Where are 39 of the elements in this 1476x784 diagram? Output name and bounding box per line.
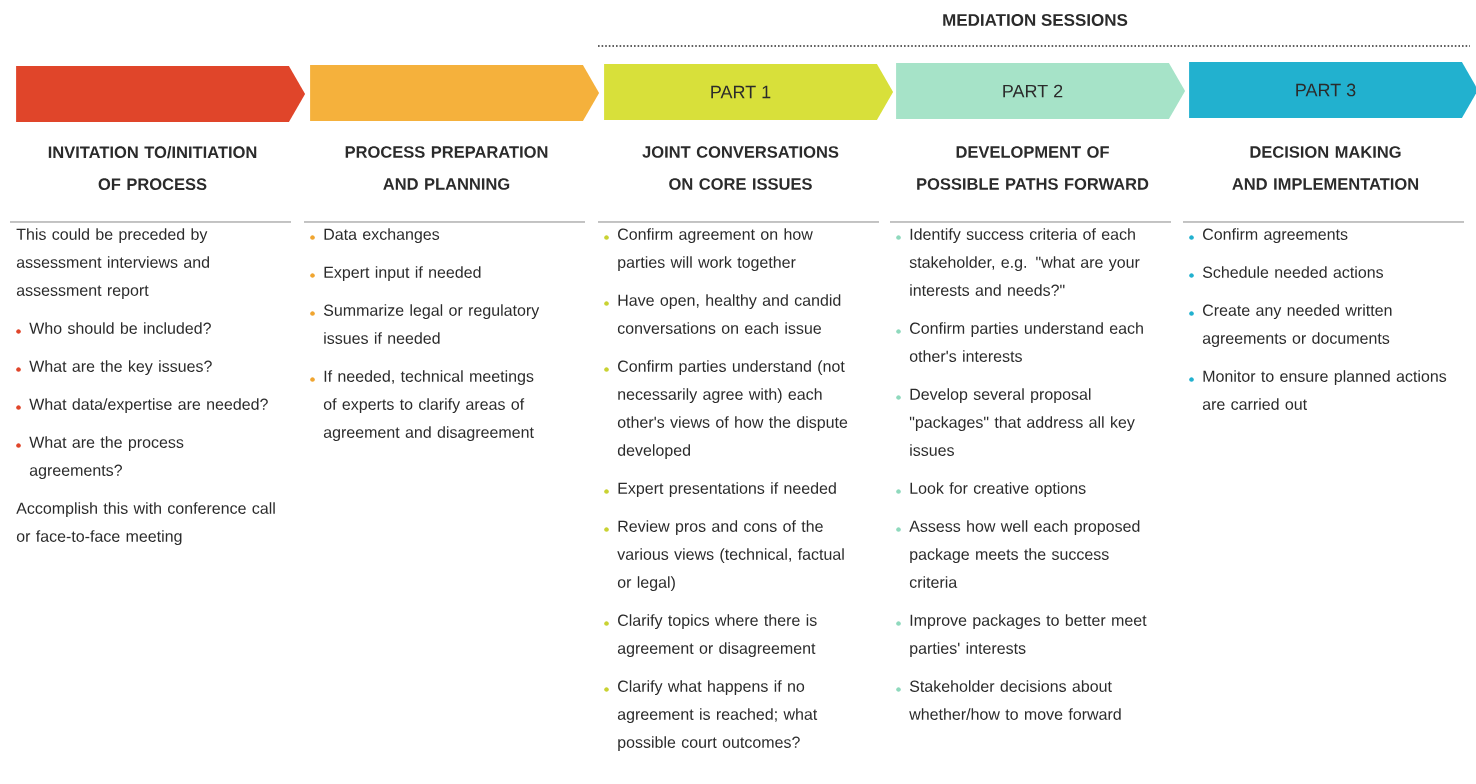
bullet-item: Assess how well each proposed package meets the success criteria — [896, 520, 1140, 588]
bullet-item: Confirm parties understand (not necessarily agree with) each other's views of how the dispute developed — [604, 360, 848, 460]
bullet-item: If needed, technical meetings of experts to clarify areas of agreement and disagreement — [310, 370, 534, 442]
section-title: MEDIATION SESSIONS — [943, 14, 1128, 26]
bullet-item: Look for creative options — [896, 482, 1086, 498]
paragraph-text: Accomplish this with conference call or face-to-face meeting — [16, 502, 275, 546]
column-heading: PROCESS PREPARATION AND PLANNING — [345, 146, 548, 190]
bullet-item: Develop several proposal "packages" that address all key issues — [896, 388, 1135, 456]
bullet-item: Create any needed written agreements or documents — [1189, 304, 1392, 348]
step-banner: PART 2 — [896, 63, 1186, 119]
paragraph-text: This could be preceded by assessment interviews and assessment report — [16, 228, 209, 300]
bullet-item: Review pros and cons of the various views (technical, factual or legal) — [604, 520, 844, 592]
bullet-item: Improve packages to better meet parties' interests — [896, 614, 1147, 658]
bullet-item: Confirm agreement on how parties will work together — [604, 228, 813, 272]
column-heading: JOINT CONVERSATIONS ON CORE ISSUES — [642, 146, 839, 190]
bullet-item: Who should be included? — [16, 322, 211, 334]
bullet-item: Monitor to ensure planned actions are carried out — [1189, 370, 1447, 410]
bullet-item: Expert presentations if needed — [604, 482, 836, 498]
bullet-item: What data/expertise are needed? — [16, 398, 268, 414]
bullet-item: Schedule needed actions — [1189, 266, 1384, 278]
bullet-item: Clarify what happens if no agreement is reached; what possible court outcomes? — [604, 680, 818, 752]
step-banner — [16, 66, 306, 122]
column-heading: DECISION MAKING AND IMPLEMENTATION — [1232, 146, 1419, 190]
bullet-item: Identify success criteria of each stakeholder, e.g. "what are your interests and needs?" — [896, 228, 1140, 296]
step-banner: PART 3 — [1189, 62, 1476, 118]
bullet-item: Confirm agreements — [1189, 228, 1348, 244]
bullet-item: Stakeholder decisions about whether/how to move forward — [896, 680, 1121, 720]
bullet-item: Have open, healthy and candid conversations on each issue — [604, 294, 841, 334]
column-heading: INVITATION TO/INITIATION OF PROCESS — [48, 145, 257, 191]
column-heading: DEVELOPMENT OF POSSIBLE PATHS FORWARD — [917, 146, 1149, 190]
bullet-item: Summarize legal or regulatory issues if needed — [310, 304, 540, 344]
bullet-item: Confirm parties understand each other's interests — [896, 322, 1143, 362]
bullet-item: Expert input if needed — [310, 266, 481, 282]
bullet-item: Data exchanges — [310, 228, 440, 244]
bullet-item: Clarify topics where there is agreement or disagreement — [604, 614, 817, 658]
bullet-item: What are the process agreements? — [16, 436, 184, 480]
step-banner: PART 1 — [604, 64, 894, 120]
bullet-item: What are the key issues? — [16, 360, 212, 376]
step-banner — [310, 65, 600, 121]
